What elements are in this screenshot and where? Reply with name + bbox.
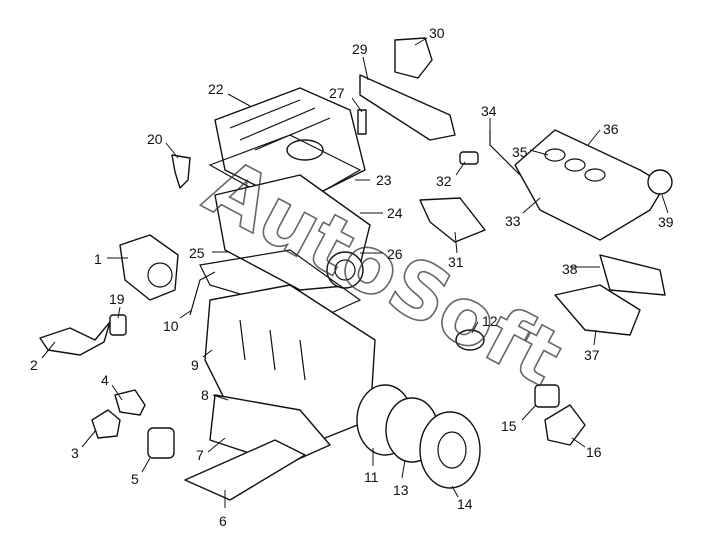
engine-mount-left	[91, 409, 121, 439]
breather-pipe	[489, 130, 521, 176]
callout-31: 31	[448, 254, 464, 270]
callout-6: 6	[219, 513, 227, 529]
callout-34: 34	[481, 103, 497, 119]
engine-mount-right	[534, 384, 560, 408]
throttle-body	[647, 169, 673, 195]
dipstick-tube	[189, 271, 216, 316]
callout-11: 11	[364, 469, 379, 485]
callout-35: 35	[512, 144, 528, 160]
callout-29: 29	[352, 41, 368, 57]
coolant-pipe	[39, 321, 111, 356]
callout-5: 5	[131, 471, 139, 487]
callout-26: 26	[387, 246, 403, 262]
callout-8: 8	[201, 387, 209, 403]
oil-pan	[209, 394, 331, 466]
callout-33: 33	[505, 213, 521, 229]
release-bearing	[455, 329, 485, 351]
callout-32: 32	[436, 173, 452, 189]
thermostat	[109, 314, 127, 336]
callout-22: 22	[208, 81, 224, 97]
callout-13: 13	[393, 482, 409, 498]
callout-1: 1	[94, 251, 102, 267]
callout-37: 37	[584, 347, 600, 363]
callout-2: 2	[30, 357, 38, 373]
undertray	[184, 439, 306, 501]
heat-shield	[419, 197, 486, 243]
exhaust-shield	[554, 284, 641, 336]
callout-24: 24	[387, 205, 403, 221]
callout-20: 20	[147, 131, 163, 147]
callout-12: 12	[482, 313, 498, 329]
callout-10: 10	[163, 318, 179, 334]
callout-23: 23	[376, 172, 392, 188]
callout-15: 15	[501, 418, 517, 434]
callout-4: 4	[101, 372, 109, 388]
temperature-sender	[459, 151, 479, 165]
fuel-rail	[359, 74, 456, 141]
engine-parts	[39, 37, 673, 501]
callout-3: 3	[71, 445, 79, 461]
callout-7: 7	[196, 447, 204, 463]
callout-36: 36	[603, 121, 619, 137]
callout-30: 30	[429, 25, 445, 41]
head-gasket	[199, 249, 362, 319]
callout-25: 25	[189, 245, 205, 261]
spark-plug	[357, 109, 367, 135]
mount-bracket	[114, 389, 146, 416]
callout-labels: 1 2 3 4 5 6 7 8 9 10 11 12 13 14 15 16 1…	[30, 25, 674, 529]
manifold-shield	[599, 254, 666, 296]
sensor	[171, 154, 191, 189]
callout-27: 27	[329, 85, 345, 101]
leader-lines	[41, 37, 669, 508]
callout-16: 16	[586, 444, 602, 460]
pressure-plate	[419, 411, 481, 489]
mount-bracket-right	[544, 404, 586, 446]
callout-14: 14	[457, 496, 473, 512]
intake-manifold	[514, 129, 666, 241]
callout-9: 9	[191, 357, 199, 373]
water-pump	[119, 234, 179, 301]
callout-38: 38	[562, 261, 578, 277]
callout-19: 19	[109, 291, 125, 307]
oil-filter	[147, 427, 175, 459]
pressure-regulator	[394, 37, 433, 79]
callout-39: 39	[658, 214, 674, 230]
